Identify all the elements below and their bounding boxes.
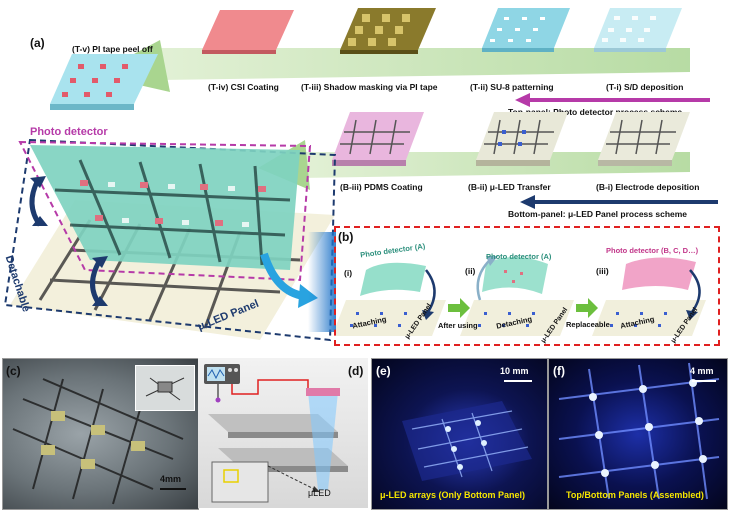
bottom-scheme-arrow <box>520 195 718 209</box>
step-tile-t4 <box>202 10 294 54</box>
step-t2-label: (T-ii) SU-8 patterning <box>470 82 554 92</box>
panel-b-illustration <box>336 256 706 336</box>
step-tile-b1 <box>598 112 690 166</box>
step-b1-label: (B-i) Electrode deposition <box>596 182 700 192</box>
panel-c-letter: (c) <box>6 364 21 378</box>
panel-b-pd-bcd: Photo detector (B, C, D…) <box>606 246 699 255</box>
panel-b-stage-ii: (ii) <box>465 266 476 276</box>
panel-e-photo <box>371 358 548 510</box>
panel-c-scale-bar <box>160 488 186 490</box>
panel-b-stage-i: (i) <box>344 268 353 278</box>
step-tile-b3 <box>332 112 424 166</box>
step-t3-label: (T-iii) Shadow masking via PI tape <box>301 82 438 92</box>
panel-c-photo <box>2 358 199 510</box>
photo-detector-sheet <box>30 145 300 270</box>
panel-b-after-using: After using <box>438 321 478 330</box>
step-t5-label: (T-v) PI tape peel off <box>72 44 153 54</box>
panel-b-stage-iii: (iii) <box>596 266 609 276</box>
step-b2-label: (B-ii) μ-LED Transfer <box>468 182 551 192</box>
panel-a-letter: (a) <box>30 36 45 50</box>
photo-detector-label: Photo detector <box>30 126 108 138</box>
panel-d-uled-label: μLED <box>308 488 331 498</box>
step-tile-t2 <box>482 8 570 52</box>
panel-f-caption: Top/Bottom Panels (Assembled) <box>566 490 704 500</box>
top-scheme-arrow <box>515 93 710 107</box>
step-tile-t5 <box>50 54 158 110</box>
step-tile-t1 <box>594 8 682 52</box>
step-tile-b2 <box>476 112 568 166</box>
panel-d-illustration <box>198 358 368 508</box>
panel-b-box <box>334 226 720 346</box>
bottom-scheme-label: Bottom-panel: μ-LED Panel process scheme <box>508 209 688 219</box>
panel-b-pd-a2: Photo detector (A) <box>486 252 552 261</box>
panel-e-scale-label: 10 mm <box>500 366 529 376</box>
panel-e-scale-bar <box>504 380 532 382</box>
panel-b-replaceable: Replaceable <box>566 320 610 329</box>
zoom-curved-arrow <box>260 232 336 332</box>
panel-f-scale-bar <box>692 380 716 382</box>
panel-c-device-drawing <box>12 378 184 505</box>
step-t4-label: (T-iv) CSI Coating <box>208 82 279 92</box>
panel-e-glow-drawing <box>402 401 532 481</box>
panel-e-caption: μ-LED arrays (Only Bottom Panel) <box>380 490 526 500</box>
panel-f-photo <box>548 358 728 510</box>
panel-e-letter: (e) <box>376 364 391 378</box>
photo-detector-outline <box>18 140 312 282</box>
panel-c-inset <box>135 365 195 411</box>
device-illustration <box>3 138 337 342</box>
step-b3-label: (B-iii) PDMS Coating <box>340 182 423 192</box>
top-process-band <box>150 48 690 80</box>
step-tile-t3 <box>340 8 436 54</box>
top-scheme-label: Top-panel: Photo detector process scheme <box>508 107 683 117</box>
panel-f-scale-label: 4 mm <box>690 366 714 376</box>
panel-f-letter: (f) <box>553 364 565 378</box>
panel-c-scale-label: 4mm <box>160 474 182 484</box>
panel-f-glow-drawing <box>558 362 720 500</box>
panel-b-letter: (b) <box>338 230 354 244</box>
step-t1-label: (T-i) S/D deposition <box>606 82 684 92</box>
panel-d-letter: (d) <box>348 364 364 378</box>
